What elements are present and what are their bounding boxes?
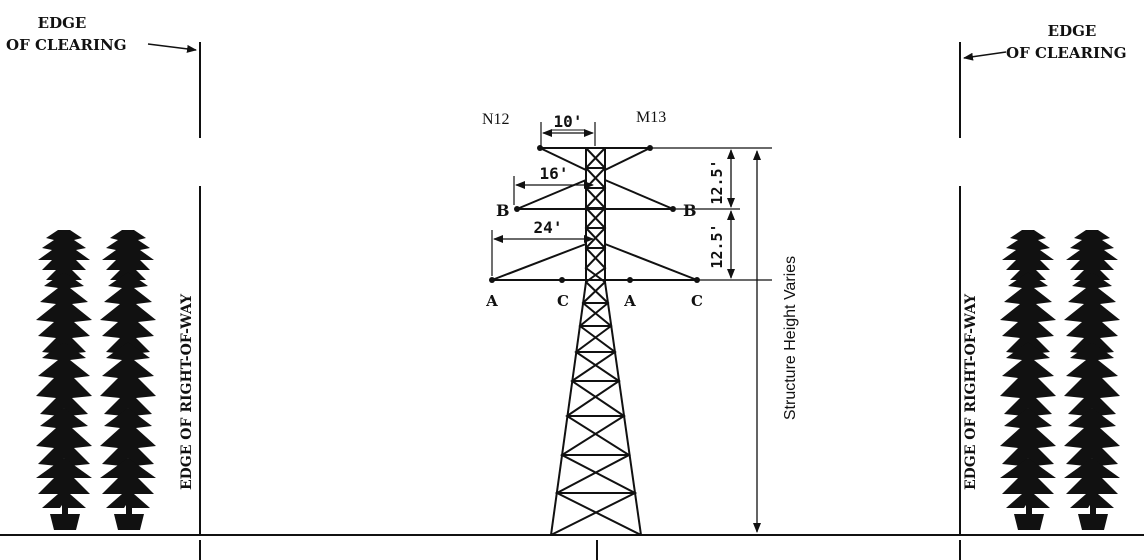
dim-upper-label: 12.5' <box>708 159 726 204</box>
conductor-points <box>489 145 700 283</box>
left-row-label: EDGE OF RIGHT-OF-WAY <box>179 293 195 490</box>
left-clearing-label-line1: EDGE <box>38 14 87 32</box>
dim-24-label: 24' <box>534 218 563 237</box>
right-tree-group <box>1000 230 1120 530</box>
conductor-label-bottom-a1: A <box>485 292 498 310</box>
right-clearing-label-line2: OF CLEARING <box>1006 44 1127 62</box>
conductor-label-mid-right: B <box>683 201 697 220</box>
conductor-label-bottom-c2: C <box>691 292 703 310</box>
conductor-label-bottom-c1: C <box>557 292 569 310</box>
dim-10-label: 10' <box>554 112 583 131</box>
left-clearing-label-line2: OF CLEARING <box>6 36 127 54</box>
left-tree-group <box>36 230 156 530</box>
lattice-tower <box>491 147 698 536</box>
conductor-label-bottom-a2: A <box>623 292 636 310</box>
right-row-label: EDGE OF RIGHT-OF-WAY <box>963 293 979 490</box>
conductor-label-top-left: N12 <box>482 111 510 128</box>
conductor-label-top-right: M13 <box>636 109 666 126</box>
right-clearing-label-line1: EDGE <box>1048 22 1097 40</box>
conductor-label-mid-left: B <box>496 201 510 220</box>
dim-16-label: 16' <box>540 164 569 183</box>
structure-height-label: Structure Height Varies <box>782 256 799 420</box>
left-clearing-arrow <box>147 43 197 53</box>
right-clearing-arrow <box>963 51 1007 61</box>
dim-lower-label: 12.5' <box>708 223 726 268</box>
